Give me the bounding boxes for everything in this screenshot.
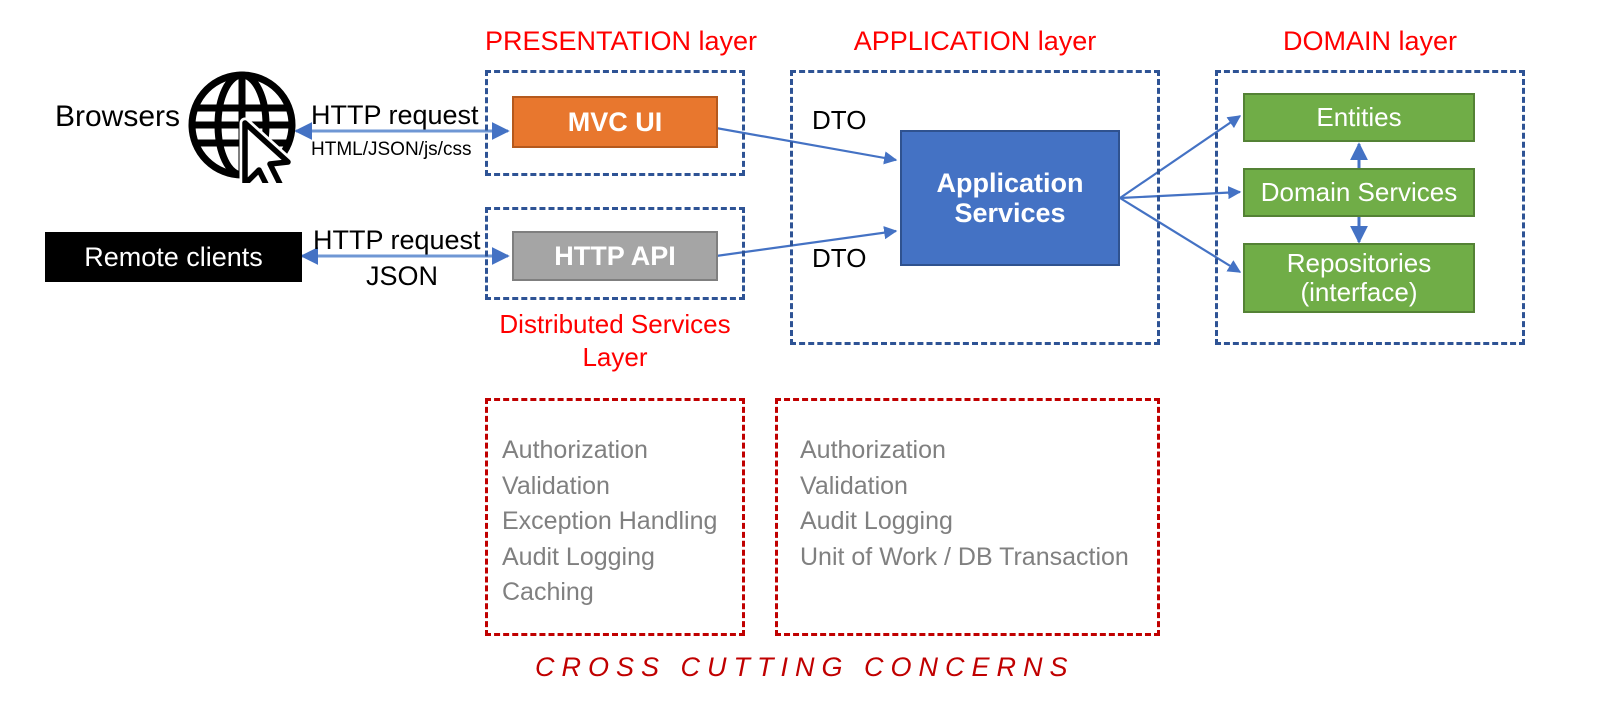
repositories-box[interactable]: Repositories (interface) xyxy=(1243,243,1475,313)
repositories-line2: (interface) xyxy=(1300,277,1418,307)
remote-clients-box: Remote clients xyxy=(45,232,302,282)
application-services-line1: Application xyxy=(936,167,1084,198)
application-cross-cutting-container: Authorization Validation Audit Logging U… xyxy=(775,398,1160,636)
client-request-label: HTTP request xyxy=(313,225,481,255)
cc-item: Audit Logging xyxy=(502,542,655,571)
mvc-ui-box[interactable]: MVC UI xyxy=(512,96,718,148)
application-layer-container xyxy=(790,70,1160,345)
browser-response-label: HTML/JSON/js/css xyxy=(311,139,472,160)
cc-item: Validation xyxy=(502,471,610,500)
presentation-mvc-container xyxy=(485,70,745,176)
mouse-pointer-icon xyxy=(239,117,294,196)
cc-item: Unit of Work / DB Transaction xyxy=(800,542,1129,571)
distributed-services-layer-title: Distributed Services Layer xyxy=(485,308,745,373)
dto-top-label: DTO xyxy=(812,105,867,135)
cc-item: Exception Handling xyxy=(502,507,718,535)
client-response-label: JSON xyxy=(366,261,439,291)
dto-bottom-label: DTO xyxy=(812,243,867,273)
http-api-box[interactable]: HTTP API xyxy=(512,231,718,281)
browser-request-label: HTTP request xyxy=(311,100,479,130)
cc-item: Audit Logging xyxy=(800,507,953,535)
application-services-line2: Services xyxy=(954,198,1066,228)
presentation-layer-title: PRESENTATION layer xyxy=(485,26,758,56)
dsl-title-line1: Distributed Services xyxy=(499,309,731,339)
application-layer-title: APPLICATION layer xyxy=(853,26,1097,56)
application-cross-cutting-list: Authorization Validation Audit Logging U… xyxy=(800,433,1157,575)
cross-cutting-concerns-footer: CROSS CUTTING CONCERNS xyxy=(535,652,1075,682)
presentation-httpapi-container xyxy=(485,207,745,300)
presentation-cross-cutting-container: Authorization Validation Exception Handl… xyxy=(485,398,745,636)
cc-item: Authorization xyxy=(800,436,946,464)
presentation-cross-cutting-list: Authorization Validation Exception Handl… xyxy=(502,433,742,611)
domain-layer-title: DOMAIN layer xyxy=(1282,26,1458,56)
browsers-label: Browsers xyxy=(55,100,181,133)
cc-item: Caching xyxy=(502,578,594,606)
globe-icon xyxy=(185,68,300,196)
dsl-title-line2: Layer xyxy=(582,341,648,372)
cc-item: Authorization xyxy=(502,436,648,464)
repositories-line1: Repositories xyxy=(1286,247,1432,278)
application-services-box[interactable]: Application Services xyxy=(900,130,1120,266)
domain-services-box[interactable]: Domain Services xyxy=(1243,168,1475,217)
cc-item: Validation xyxy=(800,471,908,500)
entities-box[interactable]: Entities xyxy=(1243,93,1475,142)
domain-layer-container xyxy=(1215,70,1525,345)
